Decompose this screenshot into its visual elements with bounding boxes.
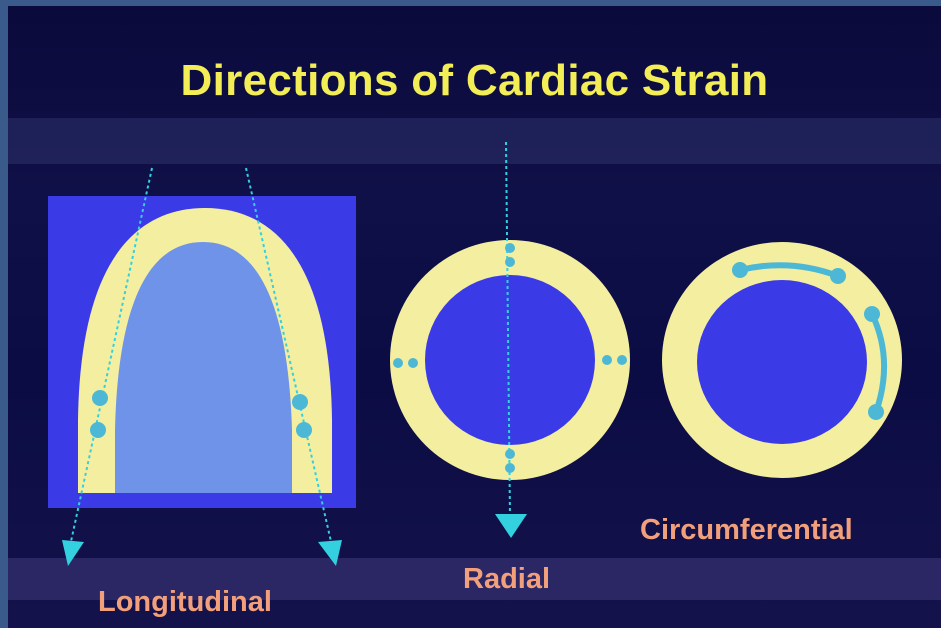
arrowhead-left xyxy=(62,540,84,566)
label-circumferential: Circumferential xyxy=(640,514,853,547)
marker-dot xyxy=(292,394,308,410)
marker-dot xyxy=(505,243,515,253)
label-longitudinal: Longitudinal xyxy=(98,586,272,619)
marker-dot xyxy=(92,390,108,406)
circumferential-diagram xyxy=(662,242,902,478)
circumferential-cavity xyxy=(697,280,867,444)
arrowhead-right xyxy=(318,540,342,566)
marker-dot xyxy=(602,355,612,365)
marker-dot xyxy=(505,257,515,267)
marker-dot xyxy=(90,422,106,438)
radial-cavity xyxy=(425,275,595,445)
marker-dot xyxy=(505,449,515,459)
label-radial: Radial xyxy=(463,563,550,596)
slide: Directions of Cardiac Strain xyxy=(8,6,941,628)
radial-arrowhead xyxy=(495,514,527,538)
marker-dot xyxy=(617,355,627,365)
marker-dot xyxy=(296,422,312,438)
marker-dot xyxy=(868,404,884,420)
marker-dot xyxy=(732,262,748,278)
marker-dot xyxy=(505,463,515,473)
marker-dot xyxy=(830,268,846,284)
longitudinal-diagram xyxy=(48,168,356,566)
marker-dot xyxy=(393,358,403,368)
marker-dot xyxy=(864,306,880,322)
radial-diagram xyxy=(390,142,630,538)
marker-dot xyxy=(408,358,418,368)
